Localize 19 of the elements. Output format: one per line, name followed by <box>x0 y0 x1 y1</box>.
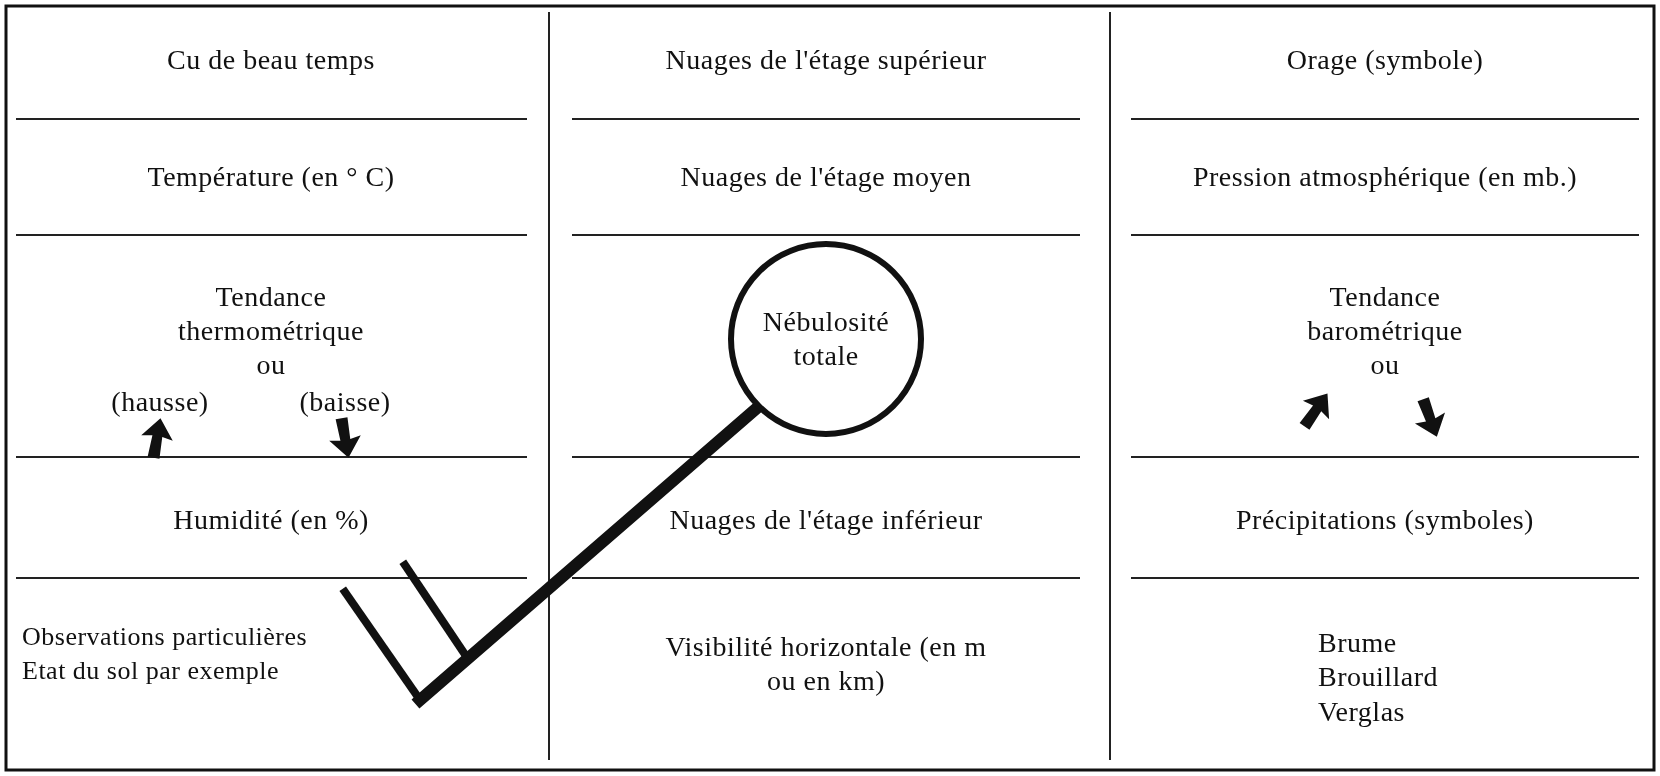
cell-text: Brume <box>1318 626 1397 660</box>
cell-text: Observations particulières Etat du sol par exemple <box>22 621 309 687</box>
station-circle: Nébulosité totale <box>728 241 924 437</box>
cell-text: Précipitations (symboles) <box>1236 503 1534 537</box>
cell-text: Tendance thermométrique ou <box>178 280 364 382</box>
cell-text: Visibilité horizontale (en m ou en km) <box>664 630 988 698</box>
cell-text: Pression atmosphérique (en mb.) <box>1192 160 1578 194</box>
cell-text: Nuages de l'étage supérieur <box>665 43 987 77</box>
cell-text: Nuages de l'étage inférieur <box>669 503 983 537</box>
cell-text: Température (en ° C) <box>147 160 395 194</box>
cell-text: Tendance barométrique ou <box>1307 280 1463 382</box>
cell-text: Verglas <box>1318 695 1405 729</box>
cell-text: Humidité (en %) <box>173 503 369 537</box>
cell-text: Nuages de l'étage moyen <box>680 160 972 194</box>
cell-text: Cu de beau temps <box>167 43 375 77</box>
cell-text: (baisse) <box>299 385 391 419</box>
cell-text: (hausse) <box>111 385 209 419</box>
cell-text: Brouillard <box>1318 660 1439 694</box>
cell-text: Orage (symbole) <box>1286 43 1484 77</box>
